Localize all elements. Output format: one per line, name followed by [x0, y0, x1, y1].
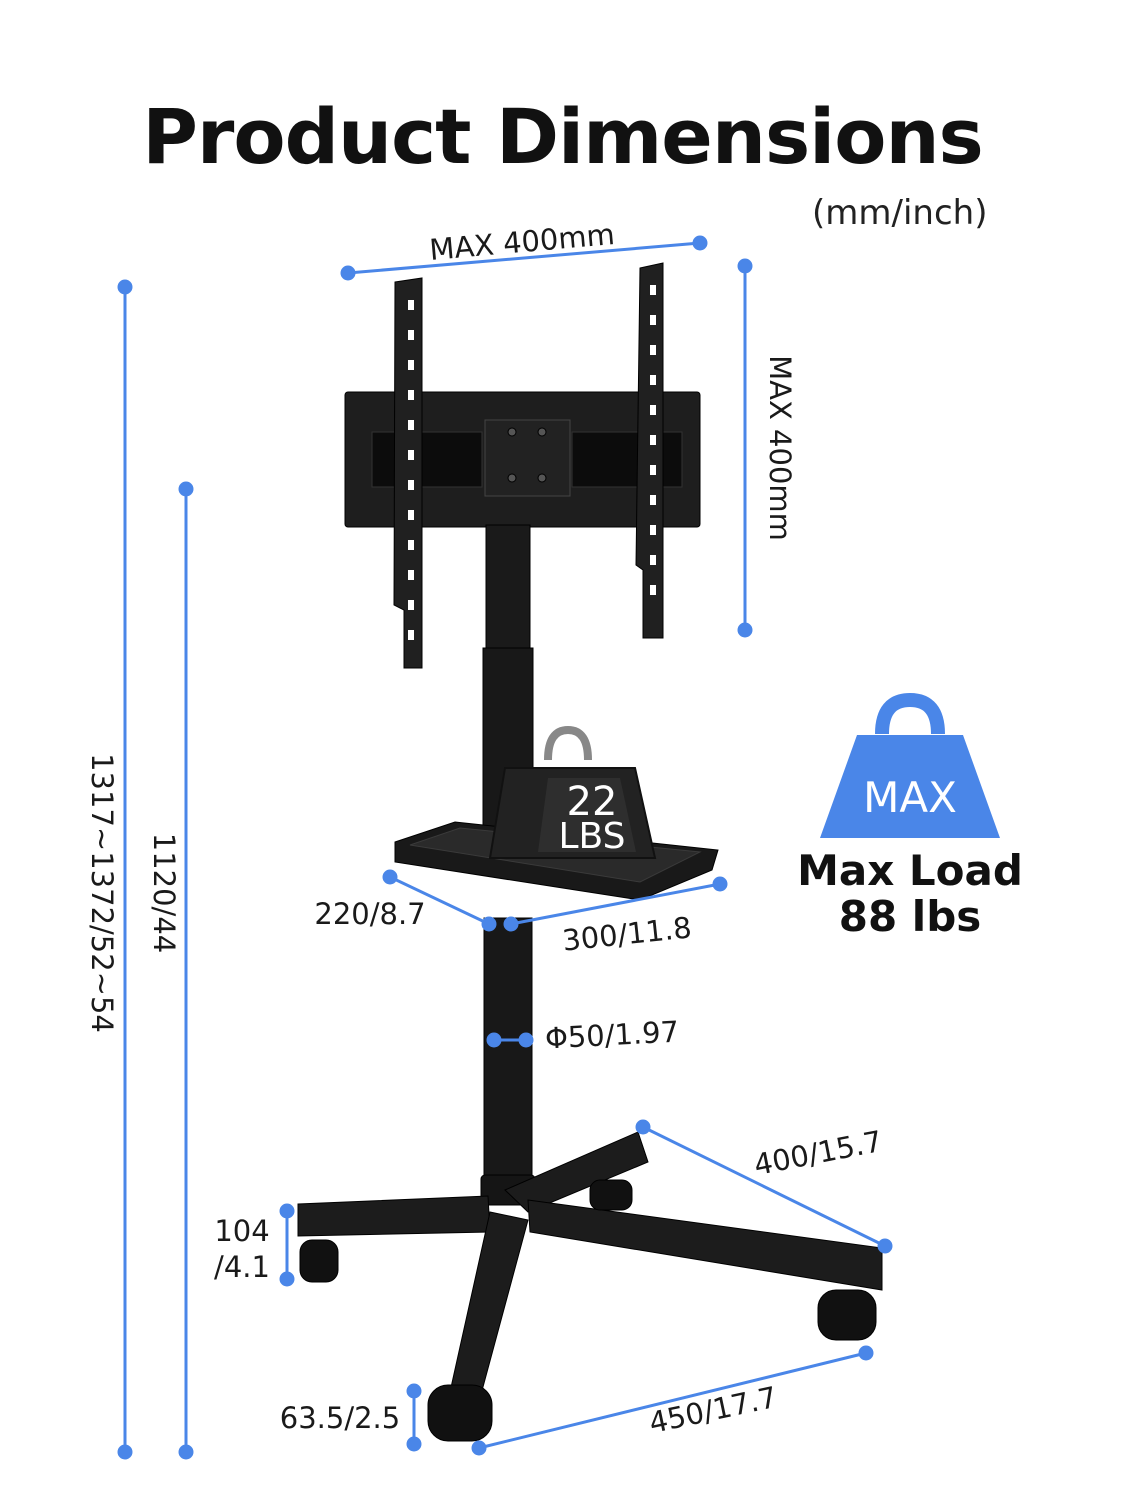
base-leg-front	[449, 1211, 529, 1399]
base-height-label-top: 104	[214, 1214, 269, 1248]
unit-note: (mm/inch)	[812, 193, 988, 233]
weight-icon	[488, 725, 657, 859]
base-leg-left	[297, 1195, 491, 1237]
leg-length-label: 400/15.7	[751, 1124, 885, 1182]
page-title: Product Dimensions	[142, 92, 984, 181]
base-height-label-bottom: /4.1	[214, 1250, 270, 1284]
right-bracket	[635, 262, 664, 639]
caster-wheels	[299, 1179, 877, 1442]
max-load-text: Max Load 88 lbs	[790, 848, 1030, 940]
base-span-label: 450/17.7	[646, 1380, 780, 1440]
left-bracket	[393, 277, 423, 669]
vesa-height-label: MAX 400mm	[763, 355, 797, 541]
max-load-line1: Max Load	[797, 846, 1023, 895]
pole-height-label: 1120/44	[147, 833, 181, 953]
weight-label-bottom: LBS	[559, 816, 626, 857]
weight-label-top: 22	[567, 779, 618, 825]
max-badge-label: MAX	[863, 773, 957, 822]
tray-width-label: 300/11.8	[561, 910, 694, 957]
base-leg-right-front	[527, 1199, 883, 1291]
pole-diameter-label: Φ50/1.97	[544, 1015, 680, 1056]
max-load-line2: 88 lbs	[838, 892, 982, 941]
base-leg-right-back	[504, 1131, 649, 1213]
lower-pole	[483, 917, 533, 1189]
tray-depth-label: 220/8.7	[314, 897, 425, 931]
max-load-weight-icon	[820, 692, 1000, 838]
dimension-lines	[117, 235, 893, 1460]
tv-stand-illustration	[297, 262, 883, 1442]
total-height-label: 1317~1372/52~54	[85, 753, 119, 1033]
upper-pole	[485, 524, 531, 651]
wheel-height-label: 63.5/2.5	[280, 1401, 400, 1435]
